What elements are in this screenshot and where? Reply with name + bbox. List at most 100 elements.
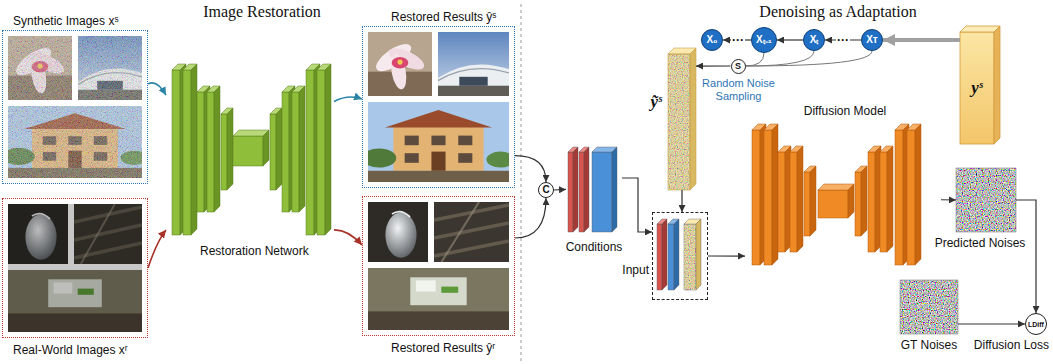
restoration-network-layers xyxy=(221,114,227,190)
condition-layers xyxy=(584,147,589,232)
restoration-network: Restoration Network xyxy=(166,48,334,262)
condition-layers xyxy=(592,152,612,232)
input-layers xyxy=(657,224,662,290)
diffusion-model-layers xyxy=(895,130,903,265)
section-heading: Image Restoration xyxy=(203,2,321,21)
diffusion-model-layers xyxy=(810,166,816,236)
clean-image-layer xyxy=(960,32,994,144)
diffusion-model-layers xyxy=(790,152,797,252)
arrow xyxy=(883,38,960,42)
diffusion-model-layers xyxy=(848,184,854,218)
diffusion-model-layers xyxy=(855,172,861,236)
diffusion-model-layers xyxy=(907,130,915,265)
restoration-network-layers xyxy=(191,64,197,235)
diffusion-model-layers xyxy=(764,130,772,265)
diffusion-model-layers xyxy=(915,124,921,265)
state-circle: Xᴛ xyxy=(861,29,883,51)
input-layers xyxy=(668,224,674,290)
arrow xyxy=(708,255,745,256)
diffusion-model-layers xyxy=(797,146,803,252)
diffusion-model-layers xyxy=(778,152,785,252)
node-label: S xyxy=(735,62,741,71)
arrow xyxy=(334,97,362,101)
caption-text: Real-World Images xʳ xyxy=(13,343,128,357)
restoration-network-layers xyxy=(282,92,289,212)
noise-images xyxy=(956,168,1016,232)
restoration-network-layers xyxy=(214,86,220,212)
restoration-network-layers xyxy=(306,70,314,235)
node-label: Xᴛ xyxy=(866,35,878,45)
arrow xyxy=(1016,200,1036,313)
restored-photos xyxy=(438,32,509,96)
restoration-network-layers xyxy=(292,92,299,212)
restoration-network-layers xyxy=(227,108,233,190)
caption-text: Diffusion Model xyxy=(804,104,887,118)
loss-label: Diffusion Loss xyxy=(974,338,1049,352)
real-world-photos xyxy=(8,204,142,332)
synthetic-photos xyxy=(8,36,72,100)
arrow xyxy=(746,51,873,66)
restoration-network-layers xyxy=(183,70,191,235)
section-divider xyxy=(521,4,522,364)
arrow xyxy=(746,53,765,66)
arrow xyxy=(148,230,166,268)
input-layers xyxy=(662,219,667,290)
arrow xyxy=(777,39,803,40)
restoration-network-layers xyxy=(207,92,214,212)
node-label: Xₜ₋₁ xyxy=(756,35,772,45)
restoration-network-layers xyxy=(299,86,305,212)
restoration-network-layers xyxy=(233,136,263,166)
caption-text: Restored Results ŷˢ xyxy=(391,10,496,24)
restoration-network-layers xyxy=(276,108,282,190)
noisy-image-layer xyxy=(668,48,696,190)
restored-photos xyxy=(368,32,432,96)
sampling-circle: SRandom Noise Sampling xyxy=(731,59,746,74)
image-group: Restored Results ŷˢ xyxy=(362,26,515,188)
synthetic-photos xyxy=(78,36,142,100)
caption-text: Input xyxy=(622,263,649,277)
state-circle: Xₜ xyxy=(803,29,825,51)
diffusion-model-layers xyxy=(868,152,875,252)
arrow xyxy=(334,230,362,245)
arrow xyxy=(554,189,566,191)
diffusion-model: Diffusion Model xyxy=(745,104,941,272)
noise-images xyxy=(956,168,1016,232)
condition-layers xyxy=(568,147,617,232)
state-circle: X₀ xyxy=(701,29,723,51)
restoration-network-layers xyxy=(172,70,180,235)
restoration-network-layers xyxy=(317,70,325,235)
noise-images xyxy=(900,168,1016,334)
caption-text: Restored Results ŷʳ xyxy=(391,341,495,355)
restored-photos xyxy=(434,202,509,262)
clean-image-layer: yˢ xyxy=(960,26,1000,144)
diffusion-model-layers xyxy=(772,124,778,265)
caption-text: Conditions xyxy=(566,240,623,254)
image-group: Synthetic Images xˢ xyxy=(2,30,148,184)
clean-image-layer xyxy=(960,26,1000,144)
synthetic-photos xyxy=(3,106,148,178)
arrow xyxy=(148,83,166,95)
noisy-image-layer xyxy=(690,48,696,190)
arrow xyxy=(696,65,731,66)
concat-circle: C xyxy=(538,182,554,198)
condition-layers xyxy=(612,147,617,232)
condition-layers xyxy=(568,152,573,232)
diffusion-model-layers xyxy=(752,130,760,265)
clean-image-layer xyxy=(994,26,1000,144)
synthetic-photos xyxy=(3,36,148,178)
condition-layers xyxy=(579,152,584,232)
state-circle: Xₜ₋₁ xyxy=(751,27,777,53)
ellipsis: ··· xyxy=(731,33,745,47)
restored-photos xyxy=(368,268,509,330)
restoration-network-layers xyxy=(270,114,276,190)
arrow xyxy=(515,198,546,238)
arrow xyxy=(515,156,546,182)
noisy-image-layer xyxy=(668,54,690,190)
diffusion-model-layers xyxy=(818,190,848,218)
node-label: LDiff xyxy=(1028,321,1044,328)
caption-text: yˢ xyxy=(971,78,983,98)
image-group: Real-World Images xʳ xyxy=(2,198,148,338)
restored-photos xyxy=(362,32,514,330)
